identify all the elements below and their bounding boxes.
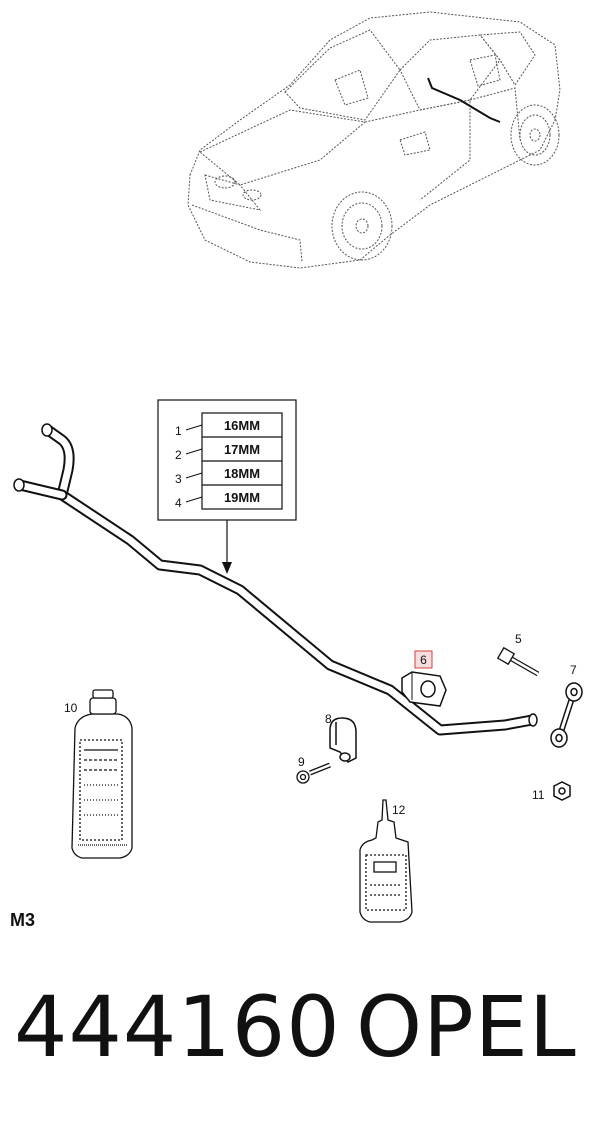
car-illustration xyxy=(187,11,561,269)
bolt-clamp xyxy=(296,762,331,784)
size-value-4: 19MM xyxy=(224,490,260,505)
callout-fluid-bottle-large: 10 xyxy=(64,701,78,715)
size-table: 1 2 3 4 16MM 17MM 18MM 19MM xyxy=(157,399,297,574)
callout-clamp: 8 xyxy=(325,712,332,726)
callout-bolt-clamp: 9 xyxy=(298,755,305,769)
stabilizer-bar xyxy=(13,423,538,736)
callout-fluid-bottle-small: 12 xyxy=(392,803,406,817)
fluid-bottle-small xyxy=(359,799,413,923)
callout-box-highlight xyxy=(414,650,433,669)
part-number: 444160 xyxy=(14,978,341,1076)
size-index-1: 1 xyxy=(175,424,182,438)
fluid-bottle-large xyxy=(71,689,133,859)
size-index-2: 2 xyxy=(175,448,182,462)
size-index-4: 4 xyxy=(175,496,182,510)
callout-bolt-link: 5 xyxy=(515,632,522,646)
clamp xyxy=(329,717,357,763)
nut xyxy=(553,781,571,801)
callout-bushing: 6 xyxy=(420,653,427,667)
callout-link-rod: 7 xyxy=(570,663,577,677)
model-code: M3 xyxy=(10,910,35,930)
size-value-2: 17MM xyxy=(224,442,260,457)
callout-nut: 11 xyxy=(532,788,545,802)
bushing xyxy=(401,671,447,707)
size-value-3: 18MM xyxy=(224,466,260,481)
link-rod xyxy=(550,682,583,748)
bolt-link xyxy=(496,646,540,677)
size-value-1: 16MM xyxy=(224,418,260,433)
size-index-3: 3 xyxy=(175,472,182,486)
car-stabilizer-marker xyxy=(427,77,501,123)
brand-name: OPEL xyxy=(356,978,577,1076)
